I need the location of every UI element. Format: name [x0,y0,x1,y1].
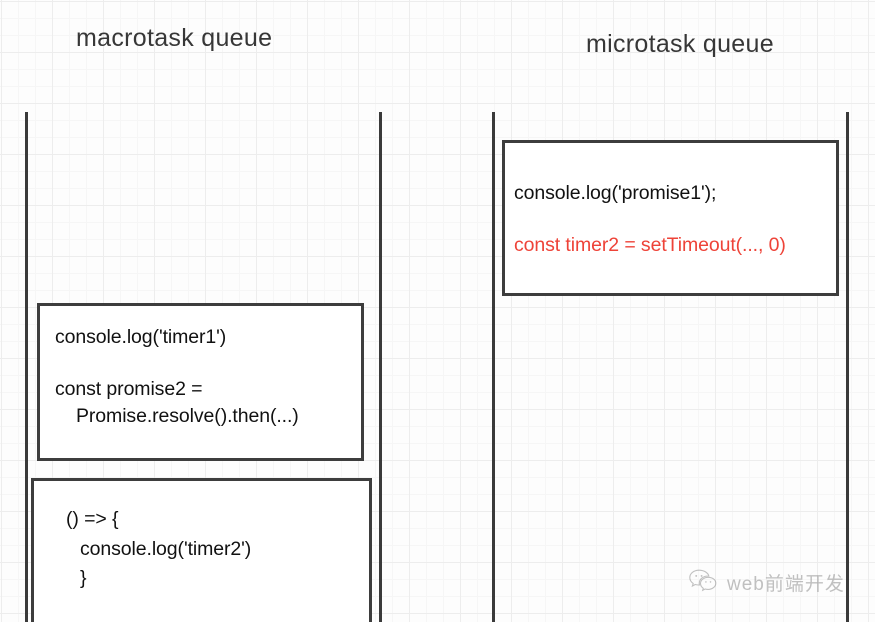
code-line: console.log('timer1') [55,326,227,348]
code-line: const promise2 = [55,378,203,400]
code-line: console.log('promise1'); [514,182,717,204]
microtask-item-promise1[interactable]: console.log('promise1'); const timer2 = … [502,140,839,296]
code-line: console.log('timer2') [80,538,252,560]
watermark: web前端开发 [688,568,845,597]
macrotask-queue-title: macrotask queue [76,24,273,52]
macrotask-queue-right-rail [379,112,382,622]
macrotask-queue-left-rail [25,112,28,622]
microtask-queue-right-rail [846,112,849,622]
microtask-queue-left-rail [492,112,495,622]
code-line: Promise.resolve().then(...) [76,405,299,427]
microtask-queue-title: microtask queue [586,30,774,58]
code-line-highlighted: const timer2 = setTimeout(..., 0) [514,234,786,256]
code-line: } [80,567,87,589]
macrotask-item-timer1[interactable]: console.log('timer1') const promise2 = P… [37,303,364,461]
wechat-icon [688,568,718,597]
macrotask-item-timer2-callback[interactable]: () => { console.log('timer2') } [31,478,372,622]
code-line: () => { [66,508,119,530]
watermark-text: web前端开发 [727,574,845,595]
